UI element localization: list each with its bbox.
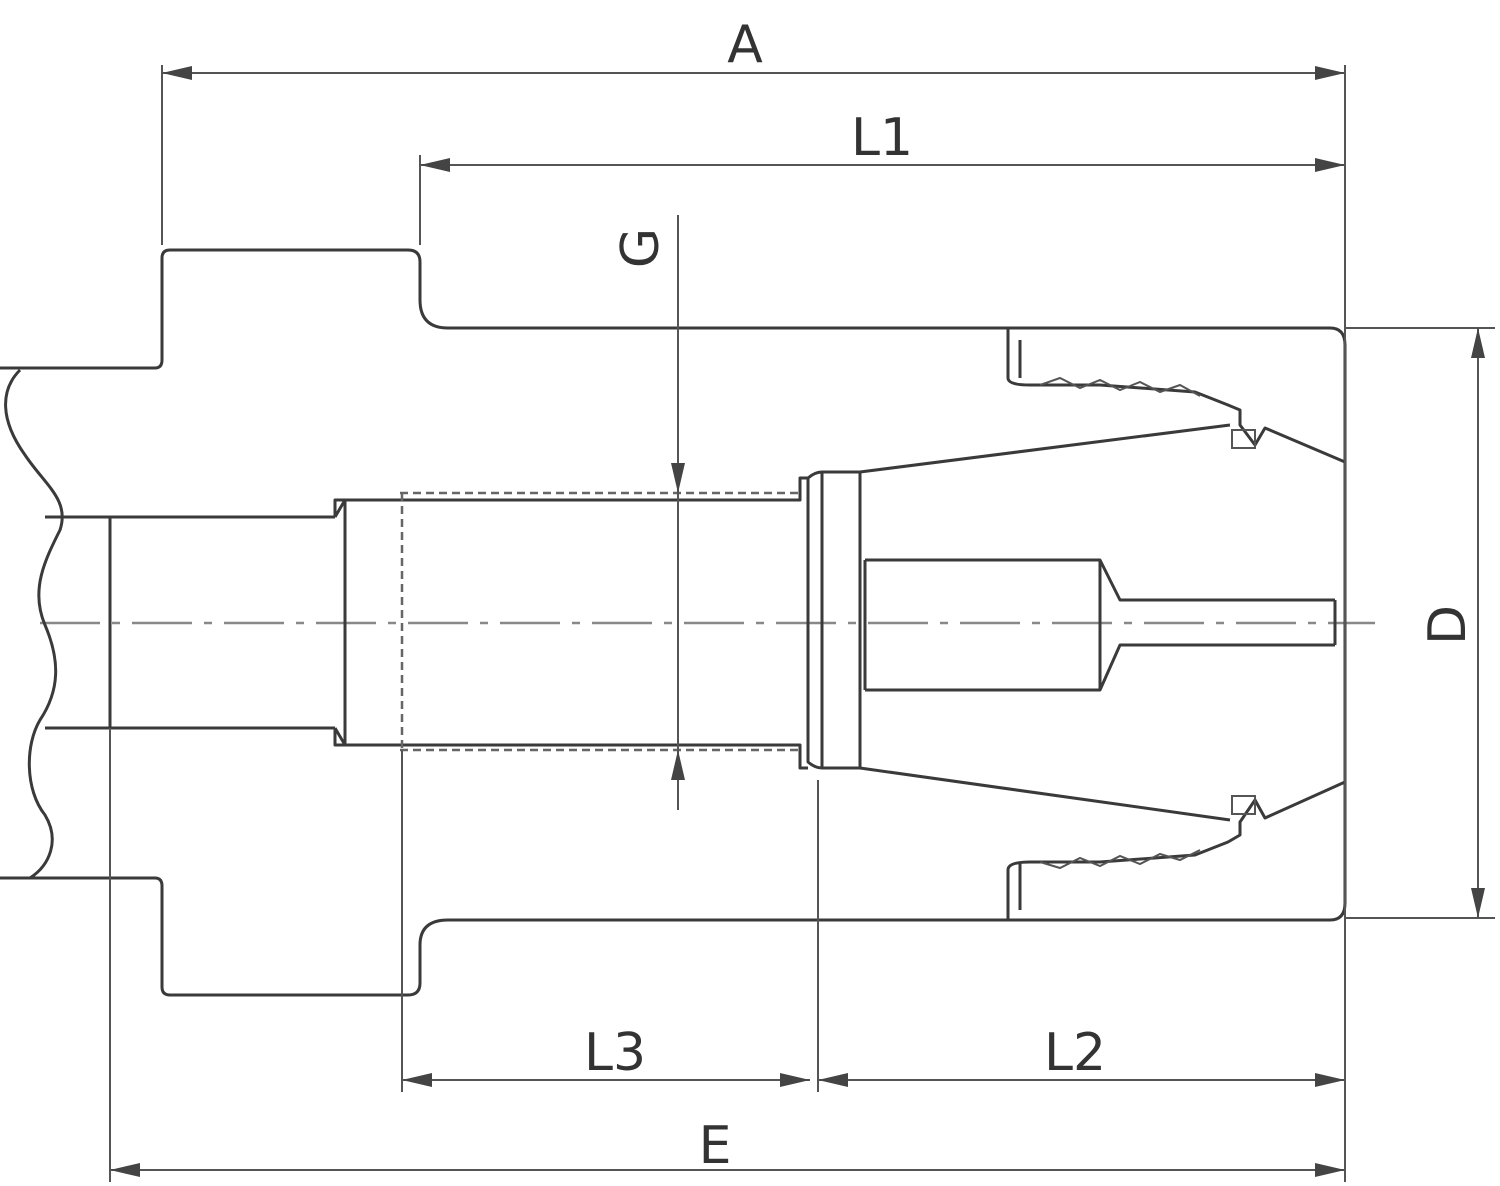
- label-L2: L2: [1044, 1023, 1106, 1083]
- dimension-G: G: [611, 215, 685, 810]
- holder-body: [0, 248, 1347, 997]
- label-L3: L3: [584, 1023, 646, 1083]
- label-A: A: [727, 15, 763, 75]
- dimension-E: E: [109, 728, 1345, 1182]
- dimension-L1: L1: [419, 108, 1345, 245]
- label-D: D: [1418, 605, 1478, 645]
- label-L1: L1: [851, 108, 913, 168]
- label-G: G: [611, 228, 671, 268]
- dimension-A: A: [161, 15, 1346, 1182]
- label-E: E: [699, 1116, 732, 1176]
- dimension-L3: L3: [401, 750, 819, 1092]
- dimension-L2: L2: [818, 1023, 1345, 1087]
- dimension-D: D: [1345, 327, 1495, 919]
